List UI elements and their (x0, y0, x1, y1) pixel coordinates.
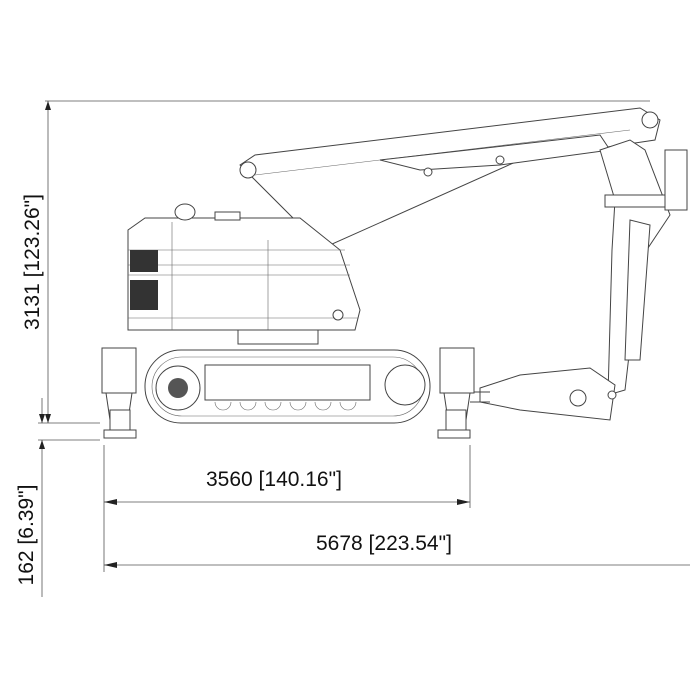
crawler-track (144, 349, 431, 424)
dimension-lines (38, 100, 690, 597)
overall-height-label: 3131 [123.26"] (21, 194, 44, 330)
overall-length-label: 5678 [223.54"] (316, 532, 452, 555)
outrigger-right (437, 347, 475, 439)
outrigger-left (101, 347, 137, 439)
ground-clearance-label: 162 [6.39"] (15, 484, 38, 586)
boom-arm (239, 107, 688, 421)
outrigger-span-label: 3560 [140.16"] (206, 468, 342, 491)
machine-body (127, 203, 361, 345)
